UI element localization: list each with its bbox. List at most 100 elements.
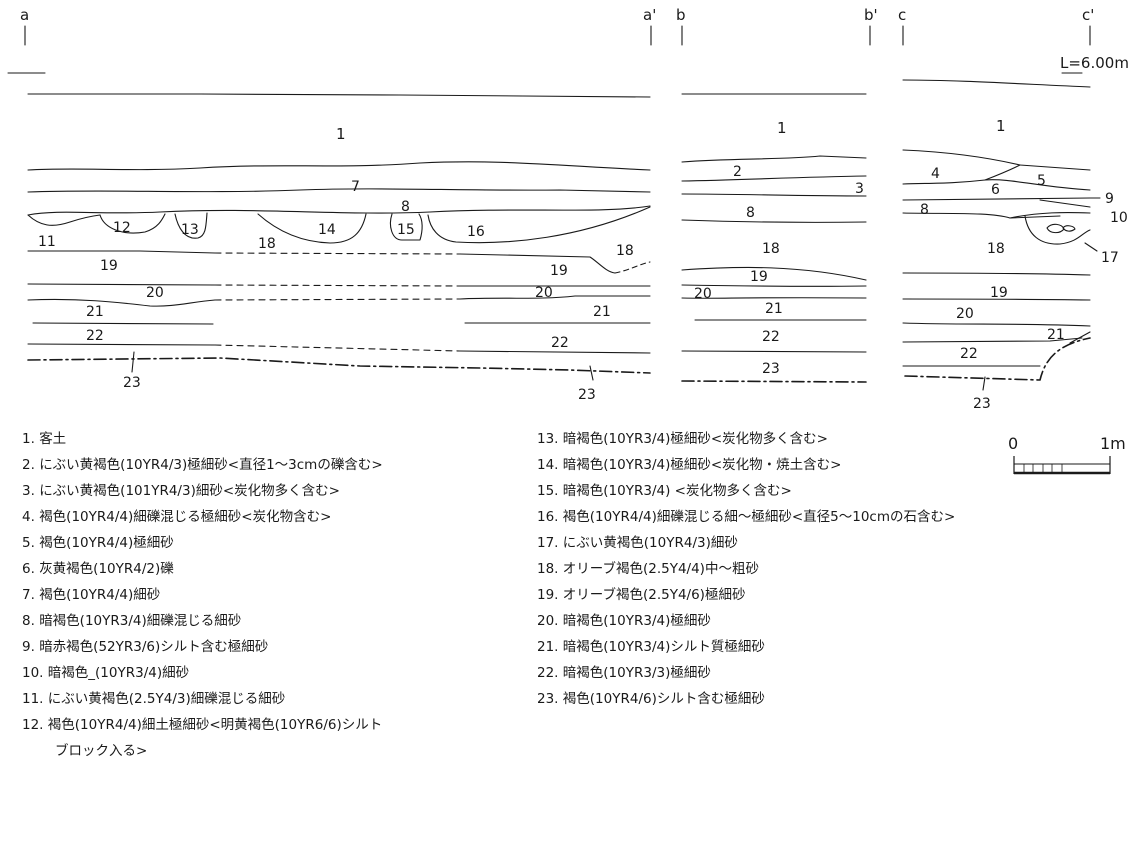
scale-bar-start: 0 bbox=[1008, 434, 1018, 453]
label-19-right: 19 bbox=[550, 263, 568, 279]
label-3: 3 bbox=[855, 181, 864, 197]
legend-item: 7. 褐色(10YR4/4)細砂 bbox=[22, 582, 542, 608]
legend-text: オリーブ褐色(2.5Y4/4)中〜粗砂 bbox=[562, 561, 759, 577]
legend-item: 14. 暗褐色(10YR3/4)極細砂<炭化物・焼土含む> bbox=[537, 452, 1137, 478]
legend-item: 1. 客土 bbox=[22, 426, 542, 452]
boundary-1-7 bbox=[27, 161, 651, 171]
label-13: 13 bbox=[181, 222, 199, 238]
boundary-1-4 bbox=[902, 149, 1091, 171]
legend-text: ブロック入る> bbox=[55, 743, 148, 759]
legend-item: 12. 褐色(10YR4/4)細土極細砂<明黄褐色(10YR6/6)シルト bbox=[22, 712, 542, 738]
label-8: 8 bbox=[401, 199, 410, 215]
label-23-right: 23 bbox=[578, 387, 596, 403]
marker-a: a bbox=[20, 6, 29, 24]
legend-text: 褐色(10YR4/6)シルト含む極細砂 bbox=[562, 691, 765, 707]
boundary-20-21-dashed bbox=[214, 298, 461, 301]
legend-text: オリーブ褐色(2.5Y4/6)極細砂 bbox=[562, 587, 746, 603]
boundary-18-dashed-bump bbox=[614, 261, 651, 274]
label-18: 18 bbox=[762, 241, 780, 257]
label-22-right: 22 bbox=[551, 335, 569, 351]
boundary-19-20 bbox=[902, 298, 1091, 301]
legend-number: 1. bbox=[22, 431, 35, 447]
label-21: 21 bbox=[1047, 327, 1065, 343]
legend-number: 23. bbox=[537, 691, 559, 707]
label-5: 5 bbox=[1037, 173, 1046, 189]
legend-number: 15. bbox=[537, 483, 559, 499]
boundary-18-19-dashed bbox=[214, 252, 461, 255]
layer-12 bbox=[99, 213, 166, 234]
layer-13 bbox=[174, 212, 208, 239]
label-22: 22 bbox=[960, 346, 978, 362]
boundary-9-10 bbox=[1009, 211, 1091, 219]
elevation-level: L=6.00m bbox=[7, 54, 1129, 74]
label-20: 20 bbox=[694, 286, 712, 302]
scale-bar-end: 1m bbox=[1100, 434, 1126, 453]
legend-number: 3. bbox=[22, 483, 35, 499]
boundary-20-21 bbox=[902, 322, 1091, 327]
boundary-8-18 bbox=[902, 212, 1061, 219]
legend-text: にぶい黄褐色(10YR4/3)細砂 bbox=[562, 535, 738, 551]
legend-item: 11. にぶい黄褐色(2.5Y4/3)細礫混じる細砂 bbox=[22, 686, 542, 712]
legend-number: 21. bbox=[537, 639, 559, 655]
stone-b bbox=[1062, 225, 1076, 232]
legend-item: 9. 暗赤褐色(52YR3/6)シルト含む極細砂 bbox=[22, 634, 542, 660]
boundary-21-right bbox=[1069, 331, 1091, 344]
marker-b: b bbox=[676, 6, 686, 24]
boundary-22-23 bbox=[681, 350, 867, 353]
legend-number: 14. bbox=[537, 457, 559, 473]
legend-number: 17. bbox=[537, 535, 559, 551]
label-19-left: 19 bbox=[100, 258, 118, 274]
soil-section-drawing: a a' b b' c c' L=6.00m bbox=[7, 6, 1129, 412]
label-4: 4 bbox=[931, 166, 940, 182]
marker-b-prime: b' bbox=[864, 6, 878, 24]
legend-number: 2. bbox=[22, 457, 35, 473]
label-14: 14 bbox=[318, 222, 336, 238]
label-21: 21 bbox=[765, 301, 783, 317]
legend-text: にぶい黄褐色(10YR4/3)極細砂<直径1〜3cmの礫含む> bbox=[39, 457, 383, 473]
label-20: 20 bbox=[956, 306, 974, 322]
label-22-left: 22 bbox=[86, 328, 104, 344]
layer-14 bbox=[257, 213, 367, 244]
label-23-left: 23 bbox=[123, 375, 141, 391]
scale-bar: 0 1m bbox=[1008, 434, 1126, 475]
boundary-20-21 bbox=[681, 297, 867, 299]
boundary-18-19-right bbox=[459, 253, 616, 274]
boundary-18-19-left bbox=[27, 250, 216, 254]
legend-text: 暗褐色(10YR3/4)細礫混じる細砂 bbox=[39, 613, 242, 629]
legend-number: 6. bbox=[22, 561, 35, 577]
section-a: 1 7 8 11 12 13 14 15 16 18 18 19 19 20 2… bbox=[27, 93, 651, 403]
layer-16 bbox=[427, 206, 651, 244]
legend-number: 11. bbox=[22, 691, 44, 707]
boundary-3-8 bbox=[681, 193, 867, 197]
leader-23 bbox=[982, 376, 986, 391]
marker-c-prime: c' bbox=[1082, 6, 1094, 24]
boundary-18-19 bbox=[902, 272, 1091, 276]
label-7: 7 bbox=[351, 179, 360, 195]
label-23: 23 bbox=[762, 361, 780, 377]
label-11: 11 bbox=[38, 234, 56, 250]
boundary-21-22-left bbox=[32, 322, 214, 325]
boundary-6-8 bbox=[902, 197, 1091, 201]
legend-text: 客土 bbox=[39, 431, 67, 447]
boundary-7-8 bbox=[27, 188, 651, 193]
boundary-base-dashdot bbox=[27, 357, 651, 374]
label-21-left: 21 bbox=[86, 304, 104, 320]
legend-item: 8. 暗褐色(10YR3/4)細礫混じる細砂 bbox=[22, 608, 542, 634]
section-c: 1 4 5 6 8 9 10 17 18 19 20 21 22 23 bbox=[902, 79, 1128, 412]
boundary-9 bbox=[1039, 199, 1091, 208]
legend-item-continuation: ブロック入る> bbox=[22, 738, 542, 764]
boundary-19-20-dashed bbox=[214, 284, 461, 287]
label-10: 10 bbox=[1110, 210, 1128, 226]
label-1: 1 bbox=[336, 125, 346, 143]
boundary-22-23-left bbox=[27, 343, 216, 346]
legend-item: 16. 褐色(10YR4/4)細礫混じる細〜極細砂<直径5〜10cmの石含む> bbox=[537, 504, 1137, 530]
legend-number: 16. bbox=[537, 509, 559, 525]
boundary-20-21-left bbox=[27, 298, 216, 307]
legend-text: 暗赤褐色(52YR3/6)シルト含む極細砂 bbox=[39, 639, 269, 655]
boundary-2-3 bbox=[681, 175, 867, 182]
label-9: 9 bbox=[1105, 191, 1114, 207]
legend-text: 暗褐色_(10YR3/4)細砂 bbox=[47, 665, 190, 681]
layer-17 bbox=[1024, 215, 1091, 245]
legend-left: 1. 客土 2. にぶい黄褐色(10YR4/3)極細砂<直径1〜3cmの礫含む>… bbox=[22, 426, 542, 764]
label-6: 6 bbox=[991, 182, 1000, 198]
